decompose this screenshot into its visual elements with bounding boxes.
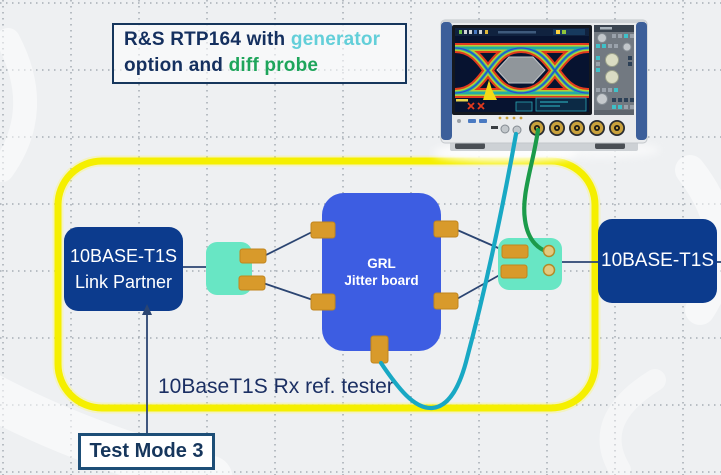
annotation-text-1: R&S RTP164 with: [124, 29, 291, 50]
gold-terminals: [542, 244, 556, 277]
connector-pads: [238, 220, 529, 364]
probe-connector: [500, 124, 510, 134]
green-probe-cable: [522, 127, 552, 255]
scope-knob: [596, 93, 608, 105]
annotation-note: R&S RTP164 with generator option and dif…: [112, 23, 407, 84]
oscilloscope-left-rail: [441, 22, 452, 140]
annotation-line-1: R&S RTP164 with generator: [124, 27, 405, 53]
annotation-highlight-diff-probe: diff probe: [228, 55, 319, 76]
scope-control-panel: [594, 25, 634, 115]
dut-label: 10BASE-T1S: [601, 250, 714, 271]
tester-region-label: 10BaseT1S Rx ref. tester: [158, 375, 394, 398]
link-partner-line2: Link Partner: [74, 272, 173, 292]
signal-wires: [183, 228, 721, 302]
annotation-text-2: option and: [124, 55, 229, 76]
grl-jitter-board-box: GRL Jitter board: [322, 193, 441, 351]
eye-diagram-display: [455, 28, 589, 112]
tester-boundary: [52, 155, 601, 414]
test-mode-box: Test Mode 3: [78, 433, 215, 470]
teal-generator-cable: [378, 131, 519, 411]
eye-mask-hexagon: [496, 56, 546, 84]
oscilloscope-image: [433, 19, 660, 162]
jitter-board-line1: GRL: [367, 256, 396, 271]
scope-buttons: [596, 34, 634, 109]
test-mode-arrow: [142, 304, 152, 433]
dut-box: 10BASE-T1S: [598, 219, 717, 303]
scope-knob: [605, 53, 619, 67]
failure-markers: [467, 102, 485, 110]
annotation-line-2: option and diff probe: [124, 53, 405, 79]
scope-knob: [605, 70, 619, 84]
jitter-board-line2: Jitter board: [344, 273, 419, 288]
histogram-marker: [483, 80, 497, 100]
link-partner-box: 10BASE-T1S Link Partner: [64, 227, 183, 311]
annotation-highlight-generator: generator: [290, 29, 381, 50]
oscilloscope-right-rail: [636, 22, 647, 140]
test-mode-label: Test Mode 3: [89, 440, 204, 462]
link-partner-line1: 10BASE-T1S: [69, 246, 178, 266]
